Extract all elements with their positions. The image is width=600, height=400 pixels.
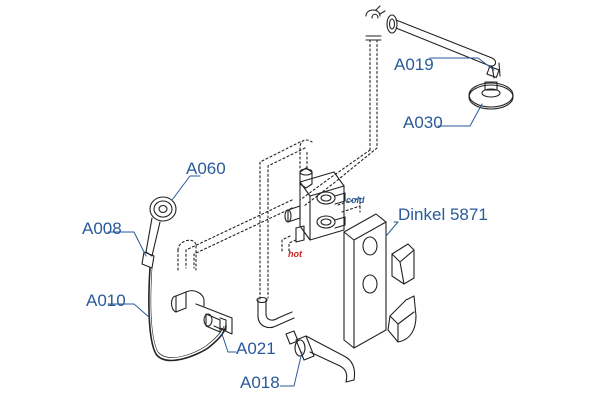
riser-cap: [365, 35, 382, 41]
mixer-cover-plate: [343, 213, 387, 349]
leader-a018: [279, 351, 303, 387]
wall-outlet-a021: [170, 290, 233, 335]
upper-loop-pipe: [259, 139, 313, 301]
mixer-body: [284, 167, 346, 243]
leader-mixer: [385, 221, 399, 237]
cold-indicator: cold: [346, 195, 365, 205]
label-a021: A021: [236, 339, 276, 358]
mixer-handle-upper: [391, 243, 415, 285]
hand-shower-a060: [141, 196, 177, 269]
shower-hose-inner: [150, 267, 225, 358]
label-a010: A010: [86, 291, 126, 310]
label-a008: A008: [82, 219, 122, 238]
hand-shower-supply-pipe: [177, 199, 293, 273]
shower-head-a030: [468, 81, 514, 110]
leader-a030: [437, 103, 483, 127]
callout-leaders: [107, 57, 495, 387]
hot-indicator: hot: [288, 249, 302, 259]
leader-a021: [221, 333, 237, 353]
leader-a019: [429, 57, 495, 71]
label-mixer-model: Dinkel 5871: [398, 205, 488, 224]
label-a030: A030: [403, 113, 443, 132]
lower-pipe: [256, 296, 295, 329]
shower-arm-assembly: [365, 5, 501, 79]
label-a019: A019: [394, 55, 434, 74]
leader-a008: [107, 231, 147, 257]
leader-a060: [171, 175, 201, 201]
supply-stubs: [281, 197, 361, 253]
riser-pipe: [299, 39, 378, 207]
leader-a010: [107, 303, 151, 319]
shower-hose-a010: [148, 267, 227, 362]
label-a060: A060: [186, 159, 226, 178]
label-a018: A018: [240, 373, 280, 392]
mixer-handle-lower: [387, 295, 417, 343]
